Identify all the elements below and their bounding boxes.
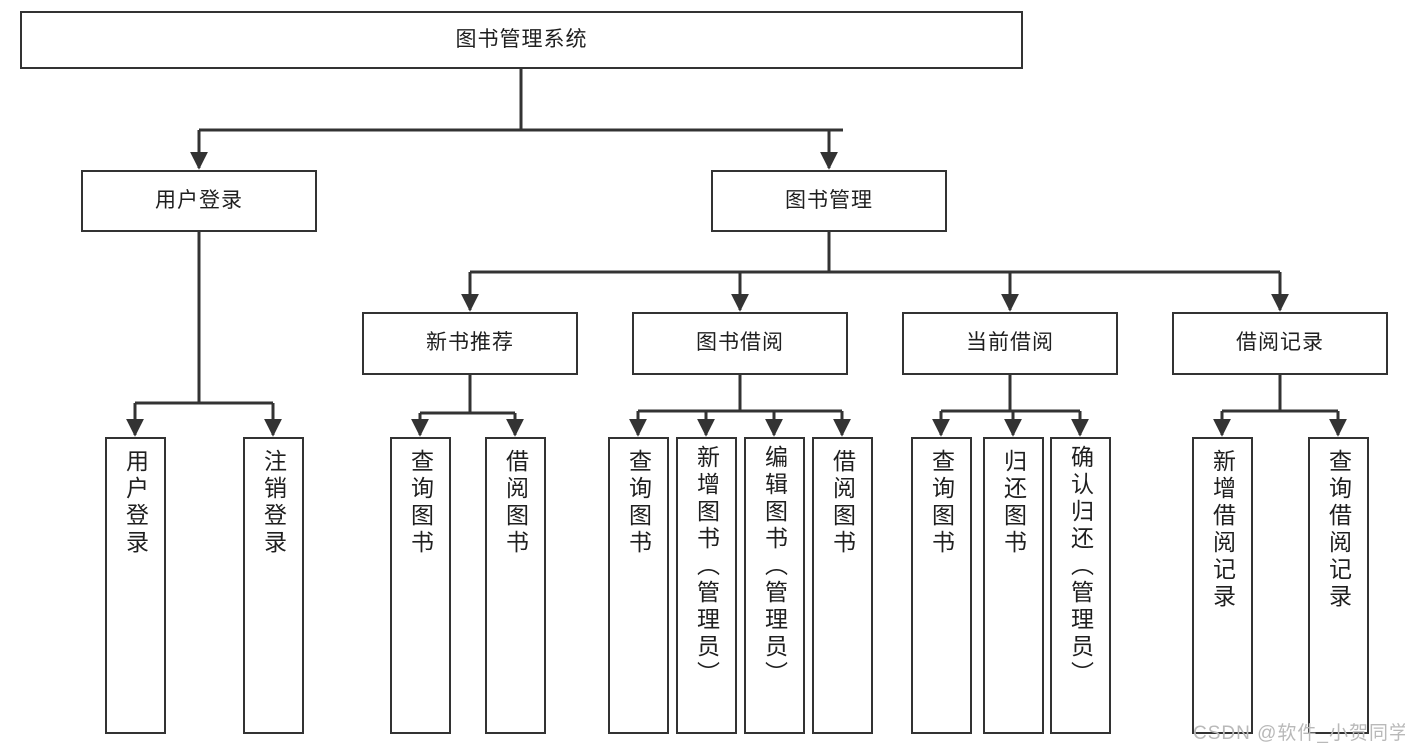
leaf-user-login-label: 用户登录 (122, 449, 149, 557)
node-new-book-recommend[interactable]: 新书推荐 (362, 312, 578, 375)
leaf-borrow-book[interactable]: 借阅图书 (812, 437, 873, 734)
watermark: CSDN @软件_小贺同学 (1193, 718, 1405, 745)
leaf-query-book-recommend[interactable]: 查询图书 (390, 437, 451, 734)
leaf-query-book-current-label: 查询图书 (928, 449, 955, 557)
leaf-query-borrow-record-label: 查询借阅记录 (1325, 449, 1352, 611)
leaf-confirm-return-admin[interactable]: 确认归还（管理员） (1050, 437, 1111, 734)
node-book-borrow[interactable]: 图书借阅 (632, 312, 848, 375)
leaf-query-book-recommend-label: 查询图书 (407, 449, 434, 557)
node-user-login-label: 用户登录 (155, 188, 243, 212)
leaf-user-login[interactable]: 用户登录 (105, 437, 166, 734)
leaf-add-book-admin[interactable]: 新增图书（管理员） (676, 437, 737, 734)
leaf-edit-book-admin-label: 编辑图书（管理员） (761, 445, 788, 688)
node-book-borrow-label: 图书借阅 (696, 331, 784, 355)
node-user-login[interactable]: 用户登录 (81, 170, 317, 232)
leaf-add-borrow-record[interactable]: 新增借阅记录 (1192, 437, 1253, 734)
node-borrow-record-label: 借阅记录 (1236, 331, 1324, 355)
leaf-add-borrow-record-label: 新增借阅记录 (1209, 449, 1236, 611)
node-current-borrow-label: 当前借阅 (966, 331, 1054, 355)
leaf-confirm-return-admin-label: 确认归还（管理员） (1067, 445, 1094, 688)
leaf-query-book-current[interactable]: 查询图书 (911, 437, 972, 734)
leaf-query-book-borrow[interactable]: 查询图书 (608, 437, 669, 734)
node-borrow-record[interactable]: 借阅记录 (1172, 312, 1388, 375)
node-book-management[interactable]: 图书管理 (711, 170, 947, 232)
leaf-borrow-book-recommend[interactable]: 借阅图书 (485, 437, 546, 734)
leaf-query-book-borrow-label: 查询图书 (625, 449, 652, 557)
leaf-borrow-book-label: 借阅图书 (829, 449, 856, 557)
node-book-management-label: 图书管理 (785, 188, 873, 212)
node-root-label: 图书管理系统 (455, 27, 588, 51)
node-current-borrow[interactable]: 当前借阅 (902, 312, 1118, 375)
leaf-edit-book-admin[interactable]: 编辑图书（管理员） (744, 437, 805, 734)
node-root[interactable]: 图书管理系统 (20, 11, 1023, 69)
leaf-logout[interactable]: 注销登录 (243, 437, 304, 734)
leaf-borrow-book-recommend-label: 借阅图书 (502, 449, 529, 557)
leaf-return-book[interactable]: 归还图书 (983, 437, 1044, 734)
leaf-return-book-label: 归还图书 (1000, 449, 1027, 557)
watermark-text: CSDN @软件_小贺同学 (1193, 723, 1405, 744)
leaf-add-book-admin-label: 新增图书（管理员） (693, 445, 720, 688)
leaf-logout-label: 注销登录 (260, 449, 287, 557)
leaf-query-borrow-record[interactable]: 查询借阅记录 (1308, 437, 1369, 734)
node-new-book-recommend-label: 新书推荐 (426, 331, 514, 355)
